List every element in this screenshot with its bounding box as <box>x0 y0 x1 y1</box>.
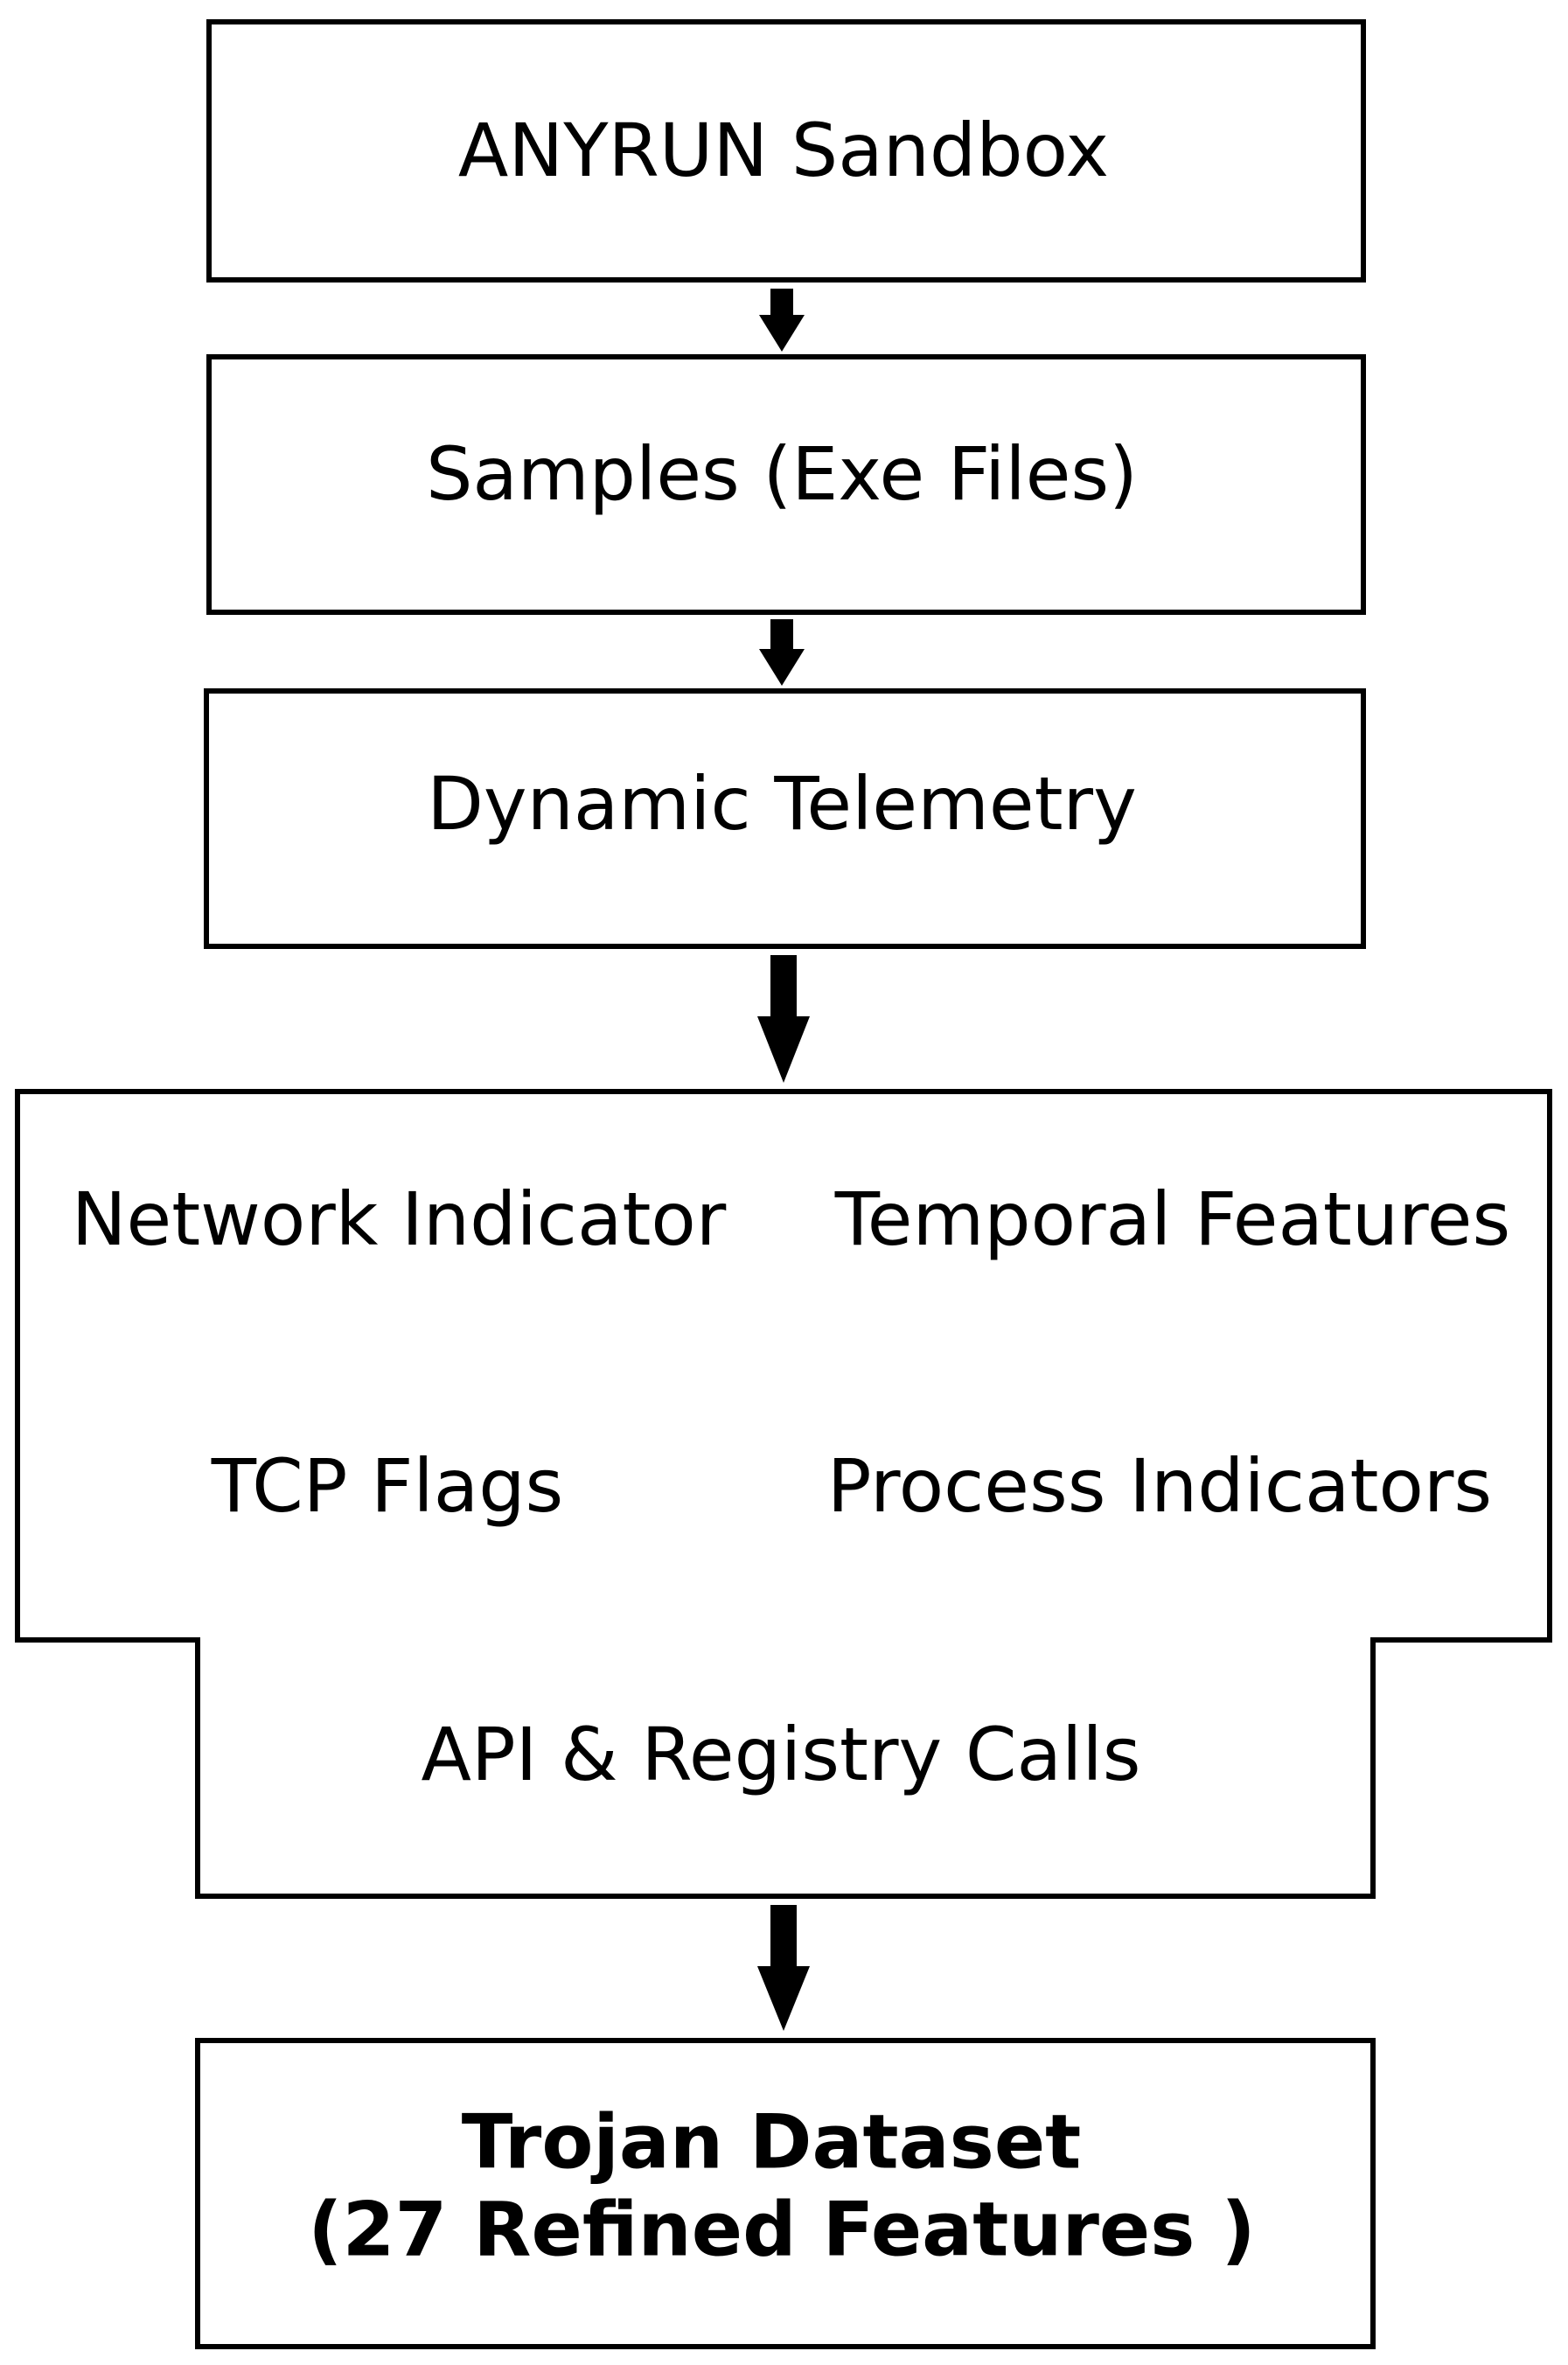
node-samples: Samples (Exe Files) <box>206 354 1366 615</box>
arrow-telemetry-to-features <box>757 955 810 1083</box>
network-indicator-label: Network Indicator <box>72 1176 727 1262</box>
tcp-flags-label: TCP Flags <box>211 1443 564 1529</box>
arrow-source-to-samples <box>759 289 805 352</box>
trojan-dataset-title: Trojan Dataset <box>462 2098 1082 2186</box>
anyrun-sandbox-label: ANYRUN Sandbox <box>458 108 1109 193</box>
node-feature-groups: Network Indicator Temporal Features TCP … <box>15 1089 1552 1899</box>
refined-features-subtitle: (27 Refined Features ) <box>308 2186 1255 2273</box>
node-anyrun-sandbox: ANYRUN Sandbox <box>206 19 1366 283</box>
temporal-features-label: Temporal Features <box>834 1176 1511 1262</box>
process-indicators-label: Process Indicators <box>827 1443 1492 1529</box>
samples-label: Samples (Exe Files) <box>426 431 1138 517</box>
arrow-samples-to-telemetry <box>759 619 805 686</box>
api-registry-calls-label: API & Registry Calls <box>422 1712 1141 1797</box>
dynamic-telemetry-label: Dynamic Telemetry <box>427 761 1137 847</box>
node-trojan-dataset: Trojan Dataset (27 Refined Features ) <box>195 2038 1376 2349</box>
node-dynamic-telemetry: Dynamic Telemetry <box>204 688 1366 949</box>
arrow-features-to-output <box>757 1905 810 2031</box>
